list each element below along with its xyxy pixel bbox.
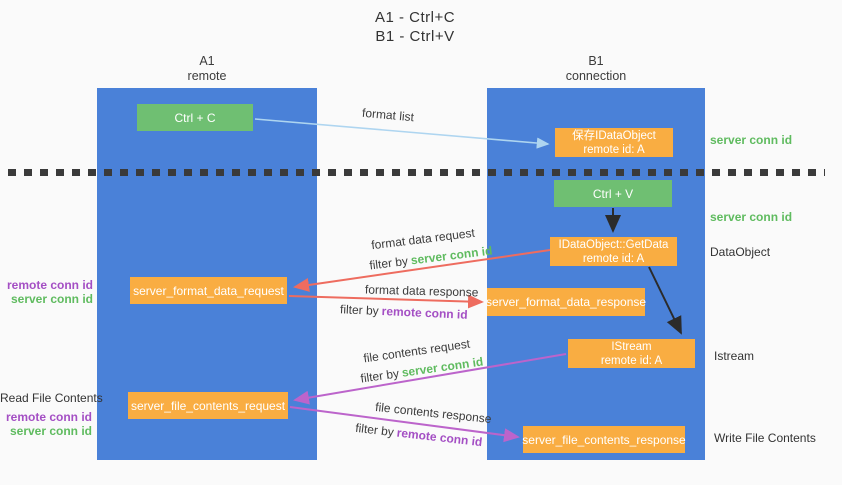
istream-node: IStream remote id: A: [568, 339, 695, 368]
left-conn-id-pair-bottom: remote conn id server conn id: [0, 410, 92, 438]
lane-header-b1: B1 connection: [486, 54, 706, 84]
file-contents-response-filter-label: filter byremote conn id: [355, 421, 483, 449]
left-conn-id-pair-top: remote conn id server conn id: [0, 278, 93, 306]
remote-conn-id-left-label-2: remote conn id: [5, 410, 92, 424]
filter-by-text: filter by: [339, 302, 380, 318]
read-file-contents-label: Read File Contents: [0, 391, 103, 405]
lane-header-a1: A1 remote: [97, 54, 317, 84]
server-format-data-request-node: server_format_data_request: [130, 277, 287, 304]
remote-conn-id-left-label-1: remote conn id: [6, 278, 93, 292]
format-data-response-label: format data response: [364, 282, 479, 300]
filter-by-text: filter by: [354, 420, 395, 440]
server-file-contents-response-label: server_file_contents_response: [522, 432, 686, 447]
save-idataobject-line2: remote id: A: [583, 143, 645, 156]
server-conn-id-right-label-2: server conn id: [710, 210, 793, 224]
remote-conn-id-text: remote conn id: [381, 304, 468, 322]
istream-line2: remote id: A: [600, 354, 663, 367]
ctrl-c-label: Ctrl + C: [174, 110, 216, 125]
filter-by-text: filter by: [359, 366, 400, 386]
file-contents-response-label: file contents response: [374, 399, 493, 427]
server-conn-id-left-label-1: server conn id: [10, 292, 93, 306]
server-format-data-response-node: server_format_data_response: [485, 288, 647, 316]
lane-b1-name: B1: [588, 54, 604, 68]
server-file-contents-request-label: server_file_contents_request: [130, 398, 286, 413]
title-line-2: B1 - Ctrl+V: [375, 28, 455, 45]
server-file-contents-request-node: server_file_contents_request: [128, 392, 288, 419]
ctrl-v-node: Ctrl + V: [554, 180, 672, 207]
diagram-title: A1 - Ctrl+C B1 - Ctrl+V: [320, 8, 510, 46]
getdata-line1: IDataObject::GetData: [558, 238, 669, 251]
dataobject-label: DataObject: [710, 245, 771, 259]
title-line-1: A1 - Ctrl+C: [374, 9, 456, 26]
format-list-label: format list: [361, 105, 415, 125]
remote-conn-id-text: remote conn id: [396, 425, 484, 450]
server-conn-id-text: server conn id: [409, 243, 494, 268]
getdata-node: IDataObject::GetData remote id: A: [550, 237, 677, 266]
ctrl-v-label: Ctrl + V: [592, 186, 634, 201]
lane-b1-role: connection: [565, 69, 627, 83]
ctrl-c-node: Ctrl + C: [137, 104, 253, 131]
server-format-data-response-label: server_format_data_response: [485, 295, 647, 309]
write-file-contents-label: Write File Contents: [714, 431, 816, 445]
dotted-separator: [8, 169, 825, 176]
lane-a1-role: remote: [187, 69, 227, 83]
server-conn-id-left-label-2: server conn id: [9, 424, 92, 438]
istream-side-label: Istream: [714, 349, 755, 363]
server-conn-id-right-label-1: server conn id: [710, 133, 793, 147]
server-format-data-request-label: server_format_data_request: [133, 283, 284, 298]
save-idataobject-line1: 保存IDataObject: [572, 129, 656, 142]
save-idataobject-node: 保存IDataObject remote id: A: [555, 128, 673, 157]
lane-a1-name: A1: [199, 54, 215, 68]
getdata-line2: remote id: A: [582, 252, 645, 265]
server-file-contents-response-node: server_file_contents_response: [522, 426, 686, 453]
filter-by-text: filter by: [368, 253, 409, 273]
istream-line1: IStream: [611, 340, 652, 353]
